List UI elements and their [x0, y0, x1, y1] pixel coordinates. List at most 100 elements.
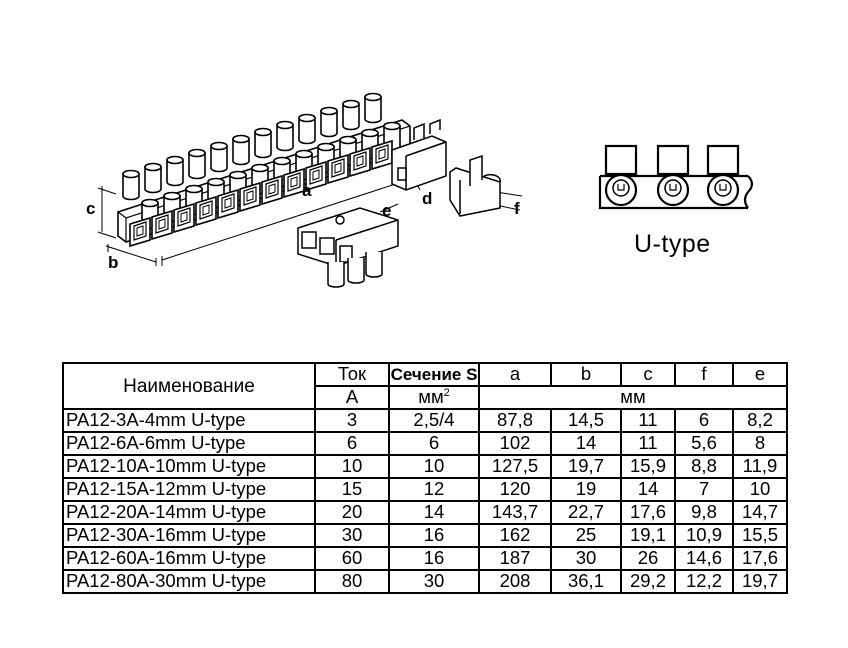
cell-section: 16 [388, 523, 480, 548]
cell-a: 87,8 [478, 408, 552, 433]
cell-e: 17,6 [732, 546, 788, 571]
u-type-section [598, 144, 754, 210]
cell-c: 11 [620, 408, 676, 433]
cell-b: 25 [550, 523, 622, 548]
cell-c: 14 [620, 477, 676, 502]
clamp-f [449, 154, 501, 217]
header-c: c [620, 362, 676, 387]
single-terminal-d [391, 118, 447, 191]
cell-a: 208 [478, 569, 552, 594]
cell-f: 7 [674, 477, 734, 502]
cell-name: PA12-10A-10mm U-type [62, 454, 316, 479]
header-a: a [478, 362, 552, 387]
cell-section: 2,5/4 [388, 408, 480, 433]
dim-label-c: c [86, 199, 95, 218]
cell-b: 19,7 [550, 454, 622, 479]
cell-a: 162 [478, 523, 552, 548]
header-e: e [732, 362, 788, 387]
header-current: Ток [314, 362, 390, 387]
section-unit-text: мм [418, 386, 444, 408]
cell-section: 30 [388, 569, 480, 594]
cell-name: PA12-60A-16mm U-type [62, 546, 316, 571]
header-f: f [674, 362, 734, 387]
cell-current: 3 [314, 408, 390, 433]
cell-name: PA12-20A-14mm U-type [62, 500, 316, 525]
cell-f: 10,9 [674, 523, 734, 548]
table-header-row-1: Наименование Ток Сечение S a b c f e [62, 362, 788, 410]
cell-a: 187 [478, 546, 552, 571]
cell-c: 19,1 [620, 523, 676, 548]
cell-a: 127,5 [478, 454, 552, 479]
table-header-row-2: A мм2 мм [63, 385, 788, 410]
cell-f: 8,8 [674, 454, 734, 479]
cell-f: 9,8 [674, 500, 734, 525]
dim-label-d: d [422, 189, 432, 208]
cell-b: 30 [550, 546, 622, 571]
double-terminal-e [297, 207, 399, 288]
cell-a: 143,7 [478, 500, 552, 525]
u-type-label: U-type [634, 230, 711, 258]
header-section: Сечение S [388, 362, 480, 387]
cell-f: 14,6 [674, 546, 734, 571]
dim-label-e: e [382, 201, 391, 220]
header-section-unit: мм2 [388, 385, 480, 410]
dim-label-f: f [514, 199, 520, 218]
cell-a: 120 [478, 477, 552, 502]
cell-e: 8 [732, 431, 788, 456]
cell-current: 30 [314, 523, 390, 548]
cell-current: 80 [314, 569, 390, 594]
cell-f: 5,6 [674, 431, 734, 456]
cell-e: 10 [732, 477, 788, 502]
cell-a: 102 [478, 431, 552, 456]
cell-name: PA12-30A-16mm U-type [62, 523, 316, 548]
cell-section: 10 [388, 454, 480, 479]
dim-label-b: b [108, 253, 118, 272]
cell-section: 14 [388, 500, 480, 525]
cell-current: 20 [314, 500, 390, 525]
cell-name: PA12-3A-4mm U-type [62, 408, 316, 433]
cell-f: 6 [674, 408, 734, 433]
cell-current: 6 [314, 431, 390, 456]
cell-c: 11 [620, 431, 676, 456]
cell-name: PA12-6A-6mm U-type [62, 431, 316, 456]
header-b: b [550, 362, 622, 387]
cell-b: 19 [550, 477, 622, 502]
cell-b: 22,7 [550, 500, 622, 525]
cell-c: 15,9 [620, 454, 676, 479]
header-name: Наименование [62, 362, 316, 410]
cell-e: 14,7 [732, 500, 788, 525]
cell-c: 17,6 [620, 500, 676, 525]
dim-label-a: a [302, 181, 312, 200]
cell-name: PA12-80A-30mm U-type [62, 569, 316, 594]
cell-section: 12 [388, 477, 480, 502]
cell-c: 26 [620, 546, 676, 571]
header-dims-unit: мм [478, 385, 788, 410]
cell-e: 15,5 [732, 523, 788, 548]
cell-e: 8,2 [732, 408, 788, 433]
cell-name: PA12-15A-12mm U-type [62, 477, 316, 502]
header-current-unit: A [314, 385, 390, 410]
cell-e: 11,9 [732, 454, 788, 479]
cell-b: 14 [550, 431, 622, 456]
cell-section: 6 [388, 431, 480, 456]
cell-f: 12,2 [674, 569, 734, 594]
terminal-block-drawing: c b a d e f [86, 92, 754, 288]
cell-current: 10 [314, 454, 390, 479]
cell-current: 15 [314, 477, 390, 502]
spec-table: Наименование Ток Сечение S a b c f e A м… [62, 362, 788, 594]
cell-b: 14,5 [550, 408, 622, 433]
cell-current: 60 [314, 546, 390, 571]
cell-b: 36,1 [550, 569, 622, 594]
cell-c: 29,2 [620, 569, 676, 594]
cell-section: 16 [388, 546, 480, 571]
cell-e: 19,7 [732, 569, 788, 594]
section-unit-sup: 2 [443, 387, 450, 400]
